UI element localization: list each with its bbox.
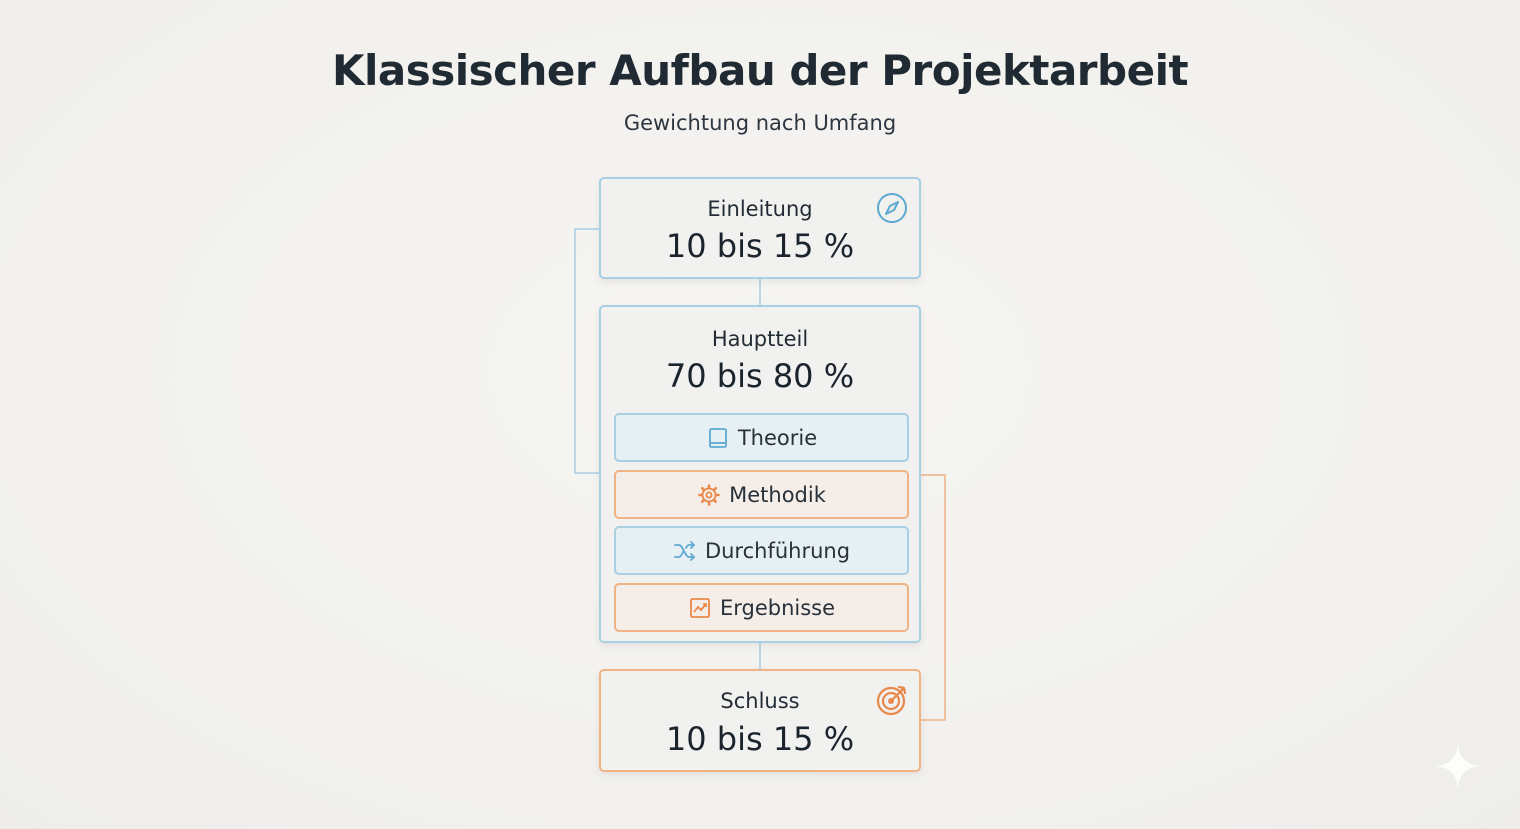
chart-trend-icon: [690, 597, 710, 618]
right-bracket-connector: [921, 474, 946, 721]
part-ergebnisse-label: Ergebnisse: [719, 595, 836, 620]
part-theorie: Theorie: [614, 413, 909, 462]
part-durchfuehrung: Durchführung: [614, 526, 909, 575]
section-hauptteil-label: Hauptteil: [711, 327, 809, 351]
part-theorie-label: Theorie: [737, 425, 818, 450]
target-icon: [876, 685, 907, 716]
shuffle-icon: [674, 540, 695, 561]
left-bracket-connector: [574, 228, 599, 474]
section-schluss-value: 10 bis 15 %: [665, 720, 855, 758]
section-schluss-label: Schluss: [720, 689, 800, 713]
gear-icon: [698, 483, 720, 506]
part-methodik: Methodik: [614, 470, 909, 519]
section-schluss: Schluss 10 bis 15 %: [599, 669, 921, 772]
part-ergebnisse: Ergebnisse: [614, 583, 909, 632]
sparkle-icon: [1434, 742, 1482, 790]
section-hauptteil: Hauptteil 70 bis 80 % Theorie Methodik: [599, 305, 921, 643]
diagram-title: Klassischer Aufbau der Projektarbeit: [331, 46, 1189, 95]
book-icon: [708, 427, 727, 448]
diagram-subtitle: Gewichtung nach Umfang: [623, 111, 897, 135]
part-durchfuehrung-label: Durchführung: [704, 538, 851, 563]
section-einleitung-value: 10 bis 15 %: [665, 227, 855, 265]
section-einleitung-label: Einleitung: [707, 197, 813, 221]
part-methodik-label: Methodik: [729, 482, 826, 507]
section-hauptteil-value: 70 bis 80 %: [665, 357, 855, 395]
section-einleitung: Einleitung 10 bis 15 %: [599, 177, 921, 279]
compass-icon: [877, 193, 907, 223]
